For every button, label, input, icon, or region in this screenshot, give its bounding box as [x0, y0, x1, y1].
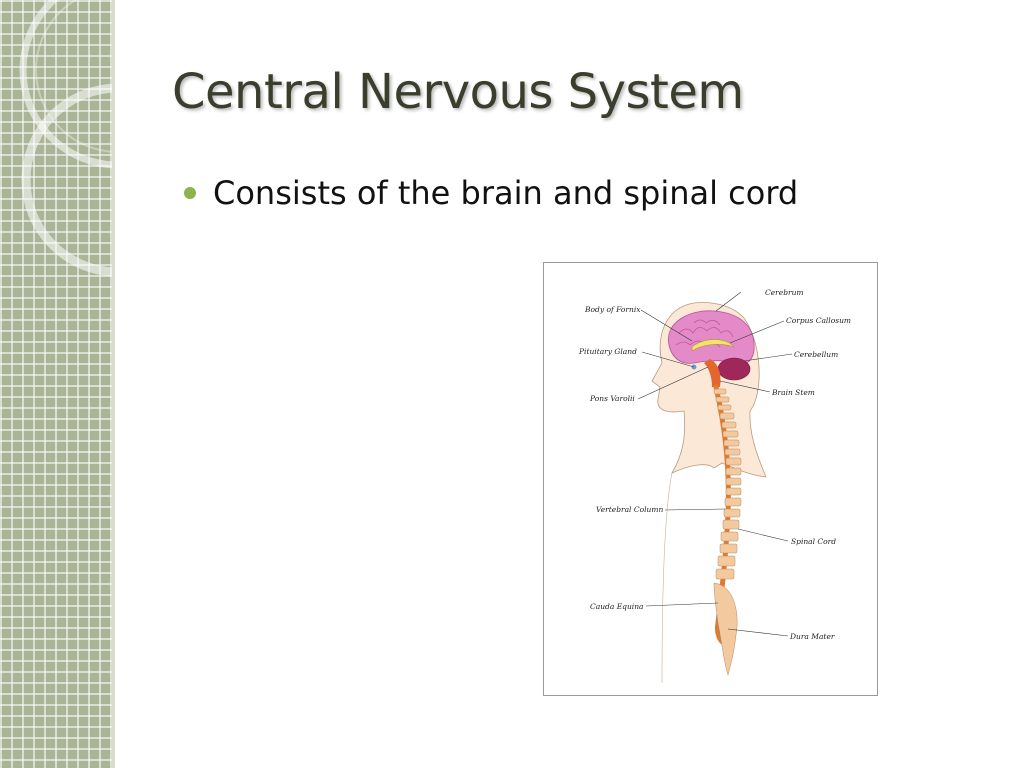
label-pituitary-gland: Pituitary Gland: [578, 347, 637, 356]
label-vertebral-column: Vertebral Column: [596, 505, 663, 514]
label-pons-varolii: Pons Varolii: [589, 394, 635, 403]
cns-anatomy-illustration: Cerebrum Body of Fornix Corpus Callosum …: [578, 288, 851, 684]
label-dura-mater: Dura Mater: [789, 632, 835, 641]
sidebar-arcs-decoration: [19, 0, 114, 277]
label-cauda-equina: Cauda Equina: [590, 602, 644, 611]
decorative-sidebar: [0, 0, 114, 768]
bullet-dot-icon: [184, 187, 196, 199]
corpus-callosum-shape: [691, 339, 735, 352]
shoulder-line: [661, 472, 673, 684]
label-corpus-callosum: Corpus Callosum: [786, 316, 851, 325]
brain-stem-shape: [704, 359, 721, 387]
leader-lines: [637, 291, 793, 637]
slide-title: Central Nervous System: [172, 64, 744, 120]
bullet-text: Consists of the brain and spinal cord: [213, 174, 799, 212]
brain-shape: [668, 310, 755, 366]
label-body-of-fornix: Body of Fornix: [584, 305, 641, 314]
label-cerebellum: Cerebellum: [794, 350, 838, 359]
sidebar-edge: [112, 0, 115, 768]
vertebral-column-shape: [713, 388, 742, 676]
cns-anatomy-figure: Cerebrum Body of Fornix Corpus Callosum …: [543, 262, 878, 696]
label-brain-stem: Brain Stem: [771, 388, 815, 397]
bullet-item: Consists of the brain and spinal cord: [184, 174, 798, 212]
label-spinal-cord: Spinal Cord: [791, 537, 836, 546]
cerebellum-shape: [717, 357, 751, 381]
label-cerebrum: Cerebrum: [765, 288, 804, 297]
